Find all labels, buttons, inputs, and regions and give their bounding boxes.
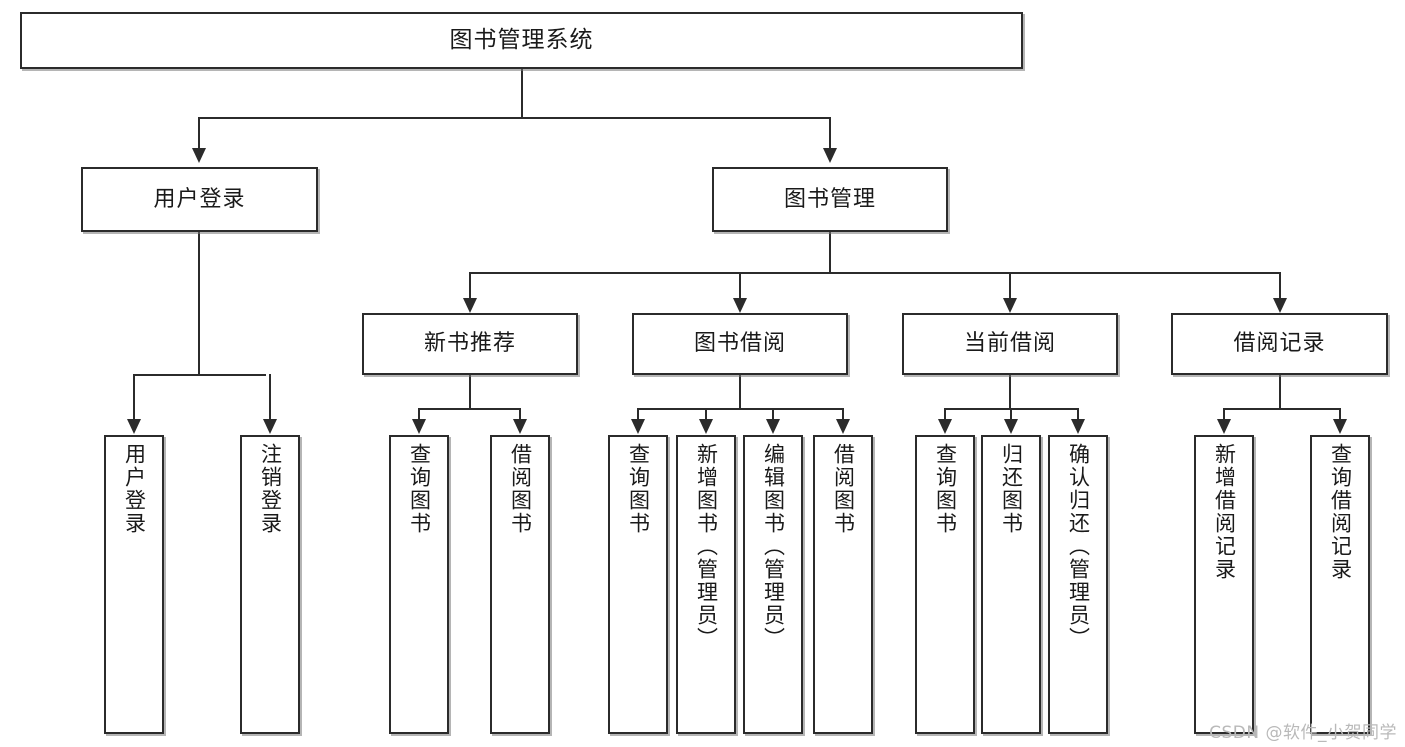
leaf-book-borrow-2[interactable]: 编辑图书（管理员）: [743, 435, 803, 734]
leaf-book-borrow-0-label: 查询图书: [626, 443, 651, 535]
node-user-login-label: 用户登录: [153, 186, 246, 212]
arrow-book-borrow-leaf-0: [631, 419, 645, 434]
leaf-new-book-rec-1-label: 借阅图书: [508, 443, 533, 535]
node-book-manage-label: 图书管理: [783, 186, 876, 212]
arrow-to-book-manage: [823, 148, 837, 163]
leaf-book-borrow-0[interactable]: 查询图书: [608, 435, 668, 734]
node-root[interactable]: 图书管理系统: [20, 12, 1023, 69]
connector-new-book-rec-bus: [418, 408, 521, 410]
node-current-borrow-label: 当前借阅: [963, 331, 1056, 357]
node-new-book-rec[interactable]: 新书推荐: [362, 313, 578, 375]
csdn-watermark: CSDN @软件_小贺同学: [1209, 723, 1397, 743]
leaf-current-borrow-1-label: 归还图书: [999, 443, 1024, 535]
leaf-user-login-0-label: 用户登录: [122, 443, 147, 535]
connector-book-borrow-leaf-2: [772, 408, 774, 420]
connector-borrow-record-leaf-1: [1339, 408, 1341, 420]
arrow-book-borrow-leaf-1: [699, 419, 713, 434]
connector-current-borrow-leaf-2: [1077, 408, 1079, 420]
connector-level2-bus: [198, 117, 831, 119]
leaf-new-book-rec-0[interactable]: 查询图书: [389, 435, 449, 734]
connector-book-borrow-leaf-3: [842, 408, 844, 420]
node-root-label: 图书管理系统: [449, 26, 594, 53]
node-borrow-record-label: 借阅记录: [1233, 331, 1326, 357]
connector-book-borrow-leaf-0: [637, 408, 639, 420]
arrow-current-borrow-leaf-0: [938, 419, 952, 434]
connector-borrow-record-bus: [1223, 408, 1340, 410]
arrow-to-borrow-record: [1273, 298, 1287, 313]
leaf-current-borrow-2[interactable]: 确认归还（管理员）: [1048, 435, 1108, 734]
connector-user-login-bus: [133, 374, 266, 376]
node-book-manage[interactable]: 图书管理: [712, 167, 948, 232]
connector-new-book-rec-stem: [469, 375, 471, 409]
leaf-new-book-rec-0-label: 查询图书: [407, 443, 432, 535]
connector-new-book-rec-leaf-0: [418, 408, 420, 420]
arrow-book-borrow-leaf-2: [766, 419, 780, 434]
leaf-book-borrow-2-label: 编辑图书（管理员）: [761, 443, 786, 650]
connector-book-manage-stem: [829, 232, 831, 273]
leaf-new-book-rec-1[interactable]: 借阅图书: [490, 435, 550, 734]
connector-borrow-record-leaf-0: [1223, 408, 1225, 420]
leaf-current-borrow-0-label: 查询图书: [933, 443, 958, 535]
connector-to-book-manage: [829, 117, 831, 149]
leaf-book-borrow-1-label: 新增图书（管理员）: [694, 443, 719, 650]
arrow-user-login-leaf-0: [127, 419, 141, 434]
connector-to-book-borrow: [739, 272, 741, 299]
arrow-to-user-login: [192, 148, 206, 163]
node-user-login[interactable]: 用户登录: [81, 167, 318, 232]
node-borrow-record[interactable]: 借阅记录: [1171, 313, 1388, 375]
arrow-user-login-leaf-1: [263, 419, 277, 434]
node-book-borrow-label: 图书借阅: [693, 331, 786, 357]
connector-to-current-borrow: [1009, 272, 1011, 299]
connector-borrow-record-stem: [1279, 375, 1281, 409]
connector-root-stem: [521, 69, 523, 118]
arrow-new-book-rec-leaf-1: [513, 419, 527, 434]
connector-user-login-leaf-1: [269, 374, 271, 420]
leaf-book-borrow-1[interactable]: 新增图书（管理员）: [676, 435, 736, 734]
connector-user-login-stem: [198, 232, 200, 375]
connector-book-borrow-leaf-1: [705, 408, 707, 420]
node-book-borrow[interactable]: 图书借阅: [632, 313, 848, 375]
connector-new-book-rec-leaf-1: [519, 408, 521, 420]
leaf-user-login-0[interactable]: 用户登录: [104, 435, 164, 734]
connector-current-borrow-leaf-0: [944, 408, 946, 420]
connector-current-borrow-stem: [1009, 375, 1011, 409]
arrow-current-borrow-leaf-1: [1004, 419, 1018, 434]
arrow-borrow-record-leaf-0: [1217, 419, 1231, 434]
leaf-book-borrow-3-label: 借阅图书: [831, 443, 856, 535]
leaf-current-borrow-2-label: 确认归还（管理员）: [1066, 443, 1091, 650]
connector-user-login-leaf-0: [133, 374, 135, 420]
node-current-borrow[interactable]: 当前借阅: [902, 313, 1118, 375]
leaf-book-borrow-3[interactable]: 借阅图书: [813, 435, 873, 734]
leaf-borrow-record-1-label: 查询借阅记录: [1328, 443, 1353, 581]
node-new-book-rec-label: 新书推荐: [423, 331, 516, 357]
arrow-new-book-rec-leaf-0: [412, 419, 426, 434]
arrow-borrow-record-leaf-1: [1333, 419, 1347, 434]
connector-to-new-book-rec: [469, 272, 471, 299]
connector-level3-bus: [469, 272, 1280, 274]
arrow-current-borrow-leaf-2: [1071, 419, 1085, 434]
arrow-to-new-book-rec: [463, 298, 477, 313]
leaf-user-login-1[interactable]: 注销登录: [240, 435, 300, 734]
leaf-borrow-record-0-label: 新增借阅记录: [1212, 443, 1237, 581]
arrow-book-borrow-leaf-3: [836, 419, 850, 434]
connector-book-borrow-stem: [739, 375, 741, 409]
connector-book-borrow-bus: [637, 408, 844, 410]
leaf-current-borrow-0[interactable]: 查询图书: [915, 435, 975, 734]
connector-to-user-login: [198, 117, 200, 149]
connector-to-borrow-record: [1279, 272, 1281, 299]
leaf-user-login-1-label: 注销登录: [258, 443, 283, 535]
leaf-borrow-record-1[interactable]: 查询借阅记录: [1310, 435, 1370, 734]
leaf-borrow-record-0[interactable]: 新增借阅记录: [1194, 435, 1254, 734]
leaf-current-borrow-1[interactable]: 归还图书: [981, 435, 1041, 734]
arrow-to-current-borrow: [1003, 298, 1017, 313]
connector-current-borrow-leaf-1: [1010, 408, 1012, 420]
arrow-to-book-borrow: [733, 298, 747, 313]
